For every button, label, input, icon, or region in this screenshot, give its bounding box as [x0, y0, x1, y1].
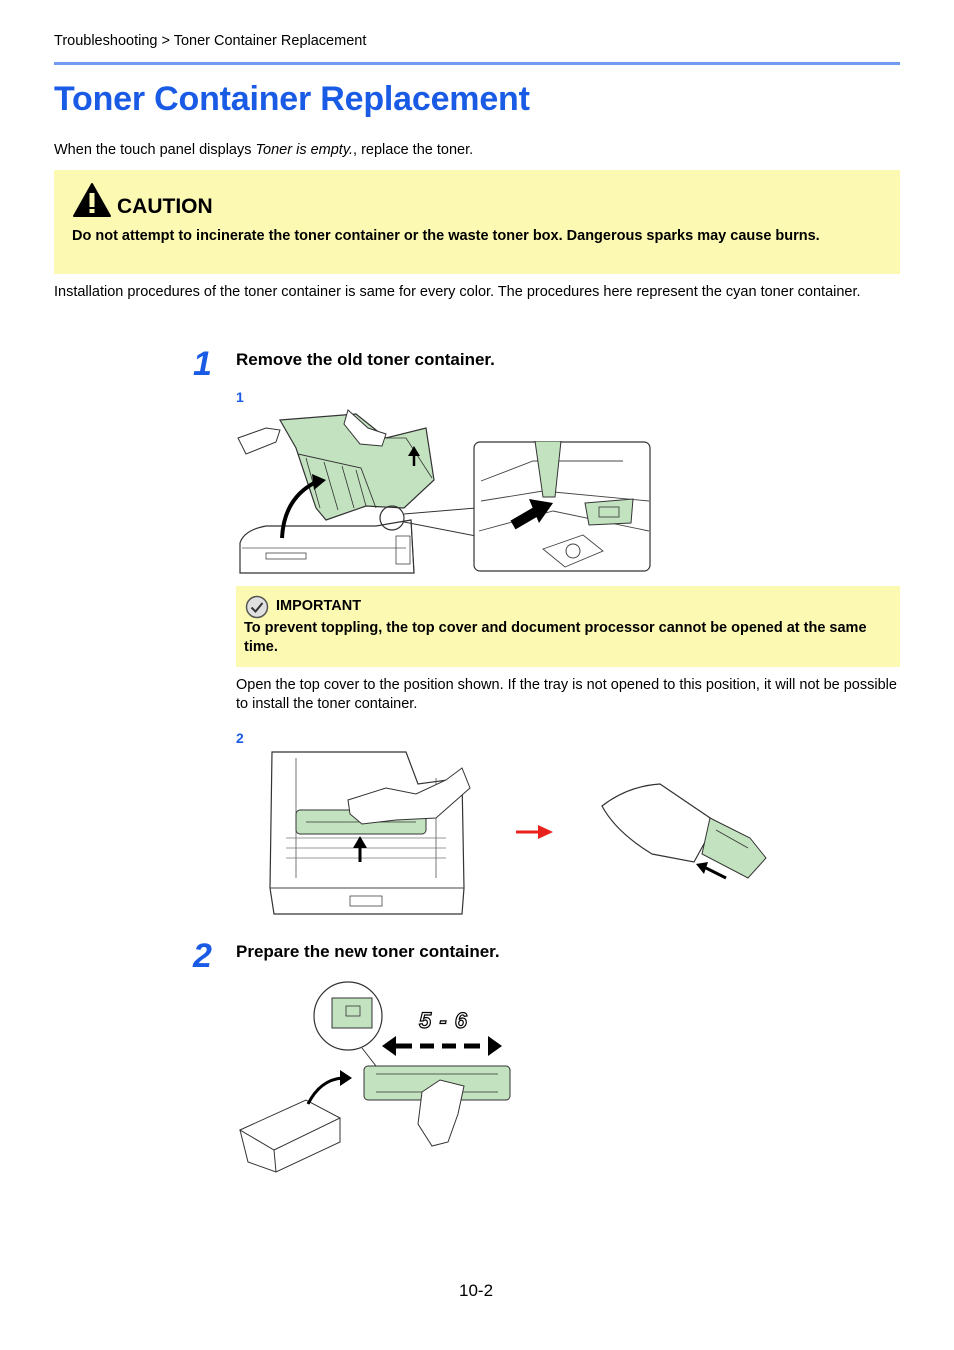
toner-into-bag-illustration — [598, 782, 768, 884]
shake-toner-illustration — [236, 974, 518, 1174]
shake-count-label: 5 - 6 — [418, 1007, 469, 1033]
caution-heading: CAUTION — [117, 195, 213, 218]
important-box — [236, 586, 900, 667]
step-2-number: 2 — [193, 937, 212, 975]
page-title: Toner Container Replacement — [54, 80, 530, 118]
header-divider — [54, 62, 900, 65]
breadcrumb: Troubleshooting > Toner Container Replac… — [54, 33, 367, 49]
intro-prefix: When the touch panel displays — [54, 142, 256, 158]
page-number: 10-2 — [459, 1281, 494, 1300]
substep-1-label: 1 — [236, 389, 244, 405]
substep-2-label: 2 — [236, 730, 244, 746]
red-right-arrow-icon — [516, 822, 554, 842]
printer-open-cover-illustration — [236, 408, 476, 576]
intro-suffix: , replace the toner. — [353, 142, 474, 158]
warning-triangle-icon — [72, 182, 112, 218]
cover-latch-detail-illustration — [473, 441, 651, 572]
step-1-number: 1 — [193, 345, 212, 383]
caution-text: Do not attempt to incinerate the toner c… — [72, 228, 820, 244]
important-heading: IMPORTANT — [276, 598, 362, 614]
caution-box — [54, 170, 900, 274]
important-text: To prevent toppling, the top cover and d… — [244, 620, 867, 655]
check-circle-icon — [245, 595, 269, 619]
step-1-note: Open the top cover to the position shown… — [236, 677, 897, 712]
remove-toner-illustration — [266, 748, 472, 916]
intro-message: Toner is empty. — [255, 142, 354, 158]
install-note: Installation procedures of the toner con… — [54, 284, 861, 300]
step-1-title: Remove the old toner container. — [236, 350, 495, 369]
intro-text: When the touch panel displays Toner is e… — [54, 142, 473, 158]
step-2-title: Prepare the new toner container. — [236, 942, 500, 961]
